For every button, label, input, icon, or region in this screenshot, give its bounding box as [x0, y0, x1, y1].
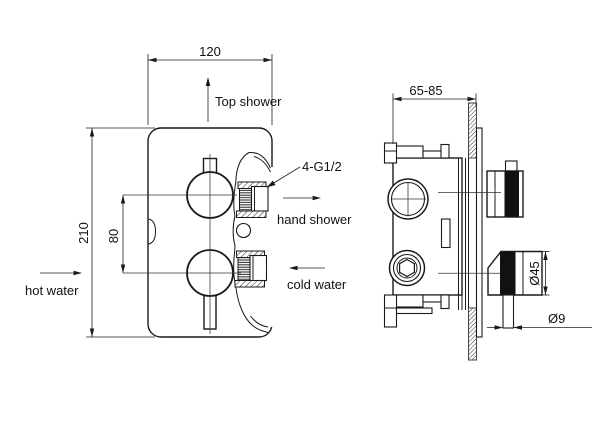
side-centerlines	[438, 188, 501, 274]
dim-knob-diameter-value: Ø45	[527, 261, 542, 286]
dim-width-value: 120	[199, 44, 221, 59]
wall-section	[468, 102, 477, 361]
hand-shower-port	[236, 181, 269, 218]
thread-callout: 4-G1/2	[266, 159, 342, 188]
hot-water-annotation: hot water	[25, 270, 82, 298]
dim-spacing-80: 80	[106, 195, 126, 273]
bottom-stub	[440, 294, 450, 310]
front-view: 120 210 80 Top shower hot water	[25, 44, 352, 338]
port-thread	[239, 188, 252, 212]
port-thread	[237, 257, 251, 282]
cold-water-annotation: cold water	[287, 265, 347, 292]
arrowhead-top	[89, 128, 95, 137]
dim-depth-65-85: 65-85	[392, 83, 477, 144]
arrowhead-left	[393, 96, 402, 102]
contour-bottom-hook	[250, 315, 269, 328]
lower-knob-side	[487, 250, 543, 329]
front-centerlines	[123, 154, 241, 334]
knob-stem-side	[502, 294, 515, 329]
arrowhead-left-point	[513, 325, 522, 330]
hand-shower-label: hand shower	[277, 212, 352, 227]
contour-outline	[232, 151, 271, 333]
mounting-rail	[395, 307, 433, 315]
dim-spacing-value: 80	[106, 229, 121, 243]
port-inner-ring	[396, 257, 418, 279]
hand-shower-annotation: hand shower	[277, 195, 352, 227]
top-bracket	[383, 142, 398, 164]
up-arrow-icon	[205, 77, 211, 86]
body-bottom-details	[383, 294, 450, 328]
knob-nub	[504, 160, 518, 172]
cold-water-label: cold water	[287, 277, 347, 292]
upper-knob-side	[486, 160, 524, 218]
port-mid-ring	[392, 253, 422, 283]
knob-grip-band	[500, 251, 516, 295]
left-arrow-icon	[289, 265, 298, 271]
plate-edge-notch	[148, 218, 157, 245]
arrowhead-bottom	[89, 328, 95, 337]
thread-callout-label: 4-G1/2	[302, 159, 342, 174]
upper-inlet-port	[387, 178, 429, 220]
trim-plate-section-lines	[458, 158, 466, 310]
top-stub	[440, 143, 450, 159]
port-flange-bottom	[236, 210, 267, 218]
arrowhead-right-point	[494, 325, 503, 330]
lower-inlet-port	[388, 249, 426, 287]
dim-depth-value: 65-85	[409, 83, 442, 98]
dim-stem-diameter-9: Ø9	[487, 311, 592, 330]
arrowhead-bottom	[543, 286, 548, 295]
side-view: 65-85 Ø45 Ø9	[383, 83, 592, 361]
bottom-bracket	[383, 294, 398, 328]
body-top-details	[383, 142, 450, 164]
leader-arrow-icon	[266, 180, 276, 188]
dim-knob-diameter-45: Ø45	[527, 251, 550, 296]
top-shower-label: Top shower	[215, 94, 282, 109]
contour-hole	[235, 222, 252, 239]
top-shower-annotation: Top shower	[205, 77, 282, 122]
right-arrow-icon	[73, 270, 82, 276]
dim-width-120: 120	[147, 44, 273, 125]
wall-hatch-top	[468, 102, 477, 159]
dim-height-value: 210	[76, 222, 91, 244]
plate-edge-mask	[266, 167, 277, 327]
arrowhead-top	[543, 251, 548, 260]
port-flange-bottom	[234, 280, 265, 288]
dim-height-210: 210	[76, 127, 155, 338]
arrowhead-top	[120, 195, 126, 204]
plate-side-contour	[232, 151, 271, 333]
body-mid-clip	[440, 218, 451, 249]
bottom-step	[394, 294, 424, 308]
knob-grip-band	[504, 171, 519, 217]
arrowhead-right	[467, 96, 476, 102]
contour-top-hook	[253, 156, 271, 173]
top-step	[394, 145, 424, 159]
cold-water-port	[234, 250, 268, 288]
arrowhead-bottom	[120, 264, 126, 273]
hex-plug-icon	[399, 258, 415, 278]
face-plate-edge	[475, 127, 483, 338]
dim-stem-diameter-value: Ø9	[548, 311, 565, 326]
arrowhead-left	[148, 57, 157, 63]
wall-hatch-bottom	[468, 307, 477, 361]
right-arrow-icon	[312, 195, 321, 201]
port-body	[250, 185, 269, 212]
arrowhead-right	[263, 57, 272, 63]
port-body	[249, 254, 268, 282]
hot-water-label: hot water	[25, 283, 79, 298]
